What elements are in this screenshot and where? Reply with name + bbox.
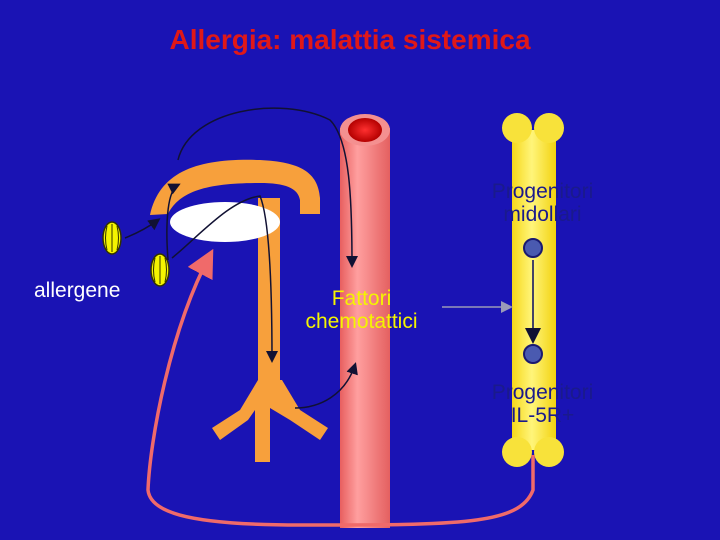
progenitor-cell-top — [523, 238, 543, 258]
dark-arrows — [124, 107, 358, 409]
vessel-lumen — [348, 118, 382, 142]
airway-up-arrow — [166, 183, 181, 261]
airway-inner-arrow — [171, 195, 278, 363]
to-vessel-arrow — [177, 107, 358, 268]
airway — [150, 159, 328, 462]
progenitori-midollari-line2: midollari — [503, 203, 582, 226]
pollen-icon — [102, 221, 122, 255]
circulation-arrow — [146, 248, 535, 527]
pollen-icon — [150, 253, 170, 287]
allergene-label: allergene — [34, 279, 121, 302]
progenitori-midollari-label: Progenitori midollari — [470, 180, 615, 226]
progenitori-il5r-line2: IL-5R+ — [510, 404, 575, 427]
progenitori-il5r-label: Progenitori IL-5R+ — [470, 381, 615, 427]
pollen-grains — [102, 221, 170, 287]
bone-marrow — [502, 113, 564, 467]
pollen-entry-arrow — [124, 218, 161, 239]
progenitor-cell-bottom — [523, 344, 543, 364]
fattori-line1: Fattori — [331, 287, 392, 310]
slide-title: Allergia: malattia sistemica — [169, 24, 531, 55]
blood-vessel — [340, 114, 390, 528]
fattori-line2: chemotattici — [305, 310, 418, 333]
mucosa-cell — [170, 202, 280, 242]
progenitori-il5r-line1: Progenitori — [491, 381, 594, 404]
recruitment-arrow — [294, 362, 358, 409]
fattori-chemotattici-label: Fattori chemotattici — [284, 287, 439, 333]
progenitori-midollari-line1: Progenitori — [491, 180, 594, 203]
